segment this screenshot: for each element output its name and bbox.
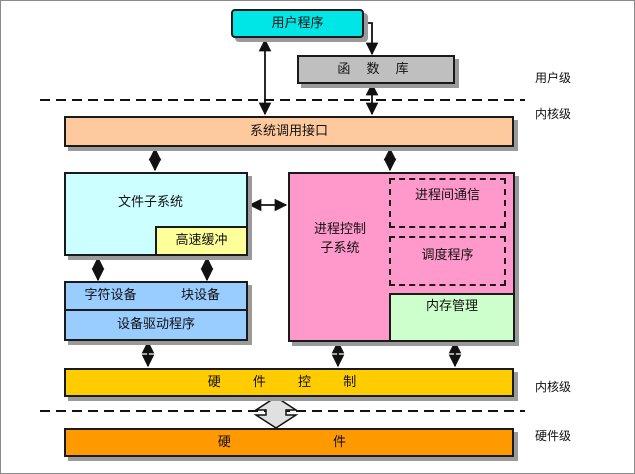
ipc-box: 进程间通信 <box>389 178 506 228</box>
hardware-level-label: 硬件级 <box>535 429 572 443</box>
ipc-label: 进程间通信 <box>414 188 480 203</box>
memory-mgmt-label: 内存管理 <box>425 299 478 314</box>
block-device-box: 块设备 <box>155 281 248 311</box>
user-level-label: 用户级 <box>535 71 572 85</box>
hardware-control-box: 硬 件 控 制 <box>64 368 514 397</box>
hardware-box: 硬 件 <box>64 428 514 457</box>
file-subsystem-label: 文件子系统 <box>118 195 184 210</box>
kernel-level-label-top: 内核级 <box>535 107 572 121</box>
syscall-interface-label: 系统调用接口 <box>249 123 328 139</box>
kernel-level-label-bottom: 内核级 <box>535 380 572 394</box>
scheduler-label: 调度程序 <box>421 248 474 263</box>
block-device-label: 块设备 <box>180 288 220 304</box>
char-device-box: 字符设备 <box>64 281 157 311</box>
buffer-cache-label: 高速缓冲 <box>175 233 228 249</box>
buffer-cache-box: 高速缓冲 <box>155 226 248 256</box>
scheduler-box: 调度程序 <box>389 236 506 286</box>
hardware-label: 硬 件 <box>217 434 361 450</box>
hardware-control-label: 硬 件 控 制 <box>207 374 371 390</box>
char-device-label: 字符设备 <box>84 288 137 304</box>
syscall-interface-box: 系统调用接口 <box>64 116 514 147</box>
arrow-hwctrl-to-hardware <box>253 396 299 429</box>
user-program-box: 用户程序 <box>231 9 364 38</box>
memory-mgmt-box: 内存管理 <box>389 293 515 342</box>
user-program-label: 用户程序 <box>271 15 324 31</box>
device-driver-box: 设备驱动程序 <box>64 309 248 341</box>
function-lib-label: 函 数 库 <box>337 61 415 77</box>
process-control-label: 进程控制 子系统 <box>313 222 366 256</box>
function-lib-box: 函 数 库 <box>297 55 455 84</box>
device-driver-label: 设备驱动程序 <box>116 317 195 333</box>
